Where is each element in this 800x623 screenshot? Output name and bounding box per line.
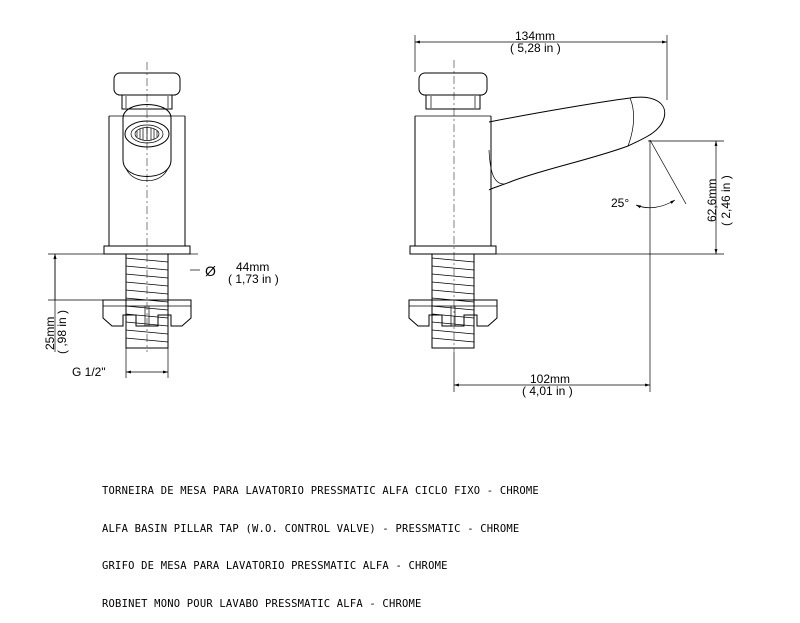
diameter-symbol: Ø [205, 263, 216, 279]
description-line-en: ALFA BASIN PILLAR TAP (W.O. CONTROL VALV… [102, 522, 520, 535]
spout-reach-imperial: ( 4,01 in ) [522, 384, 573, 398]
spout-reach-metric: 102mm [530, 372, 570, 386]
description-line-pt: TORNEIRA DE MESA PARA LAVATORIO PRESSMAT… [102, 485, 539, 497]
thread-size: G 1/2" [72, 365, 106, 379]
base-diameter-metric: 44mm [236, 260, 269, 274]
description-line-fr: ROBINET MONO POUR LAVABO PRESSMATIC ALFA… [102, 597, 422, 610]
overall-length-imperial: ( 5,28 in ) [510, 41, 561, 55]
side-view: 134mm ( 5,28 in ) 62,6mm ( 2,46 in ) 25°… [408, 29, 733, 398]
base-diameter-imperial: ( 1,73 in ) [228, 272, 279, 286]
overall-length-metric: 134mm [515, 29, 555, 43]
product-description: TORNEIRA DE MESA PARA LAVATORIO PRESSMAT… [102, 460, 539, 623]
technical-drawing: Ø 44mm ( 1,73 in ) 25mm ( ,98 in ) G 1/2… [43, 29, 733, 398]
spout-angle: 25° [611, 196, 629, 210]
front-view: Ø 44mm ( 1,73 in ) 25mm ( ,98 in ) G 1/2… [43, 62, 279, 379]
thread-length-imperial: ( ,98 in ) [55, 310, 69, 354]
description-line-es: GRIFO DE MESA PARA LAVATORIO PRESSMATIC … [102, 560, 448, 572]
thread-length-metric: 25mm [43, 317, 57, 350]
spout-height-imperial: ( 2,46 in ) [719, 175, 733, 226]
spout-height-metric: 62,6mm [705, 179, 719, 222]
